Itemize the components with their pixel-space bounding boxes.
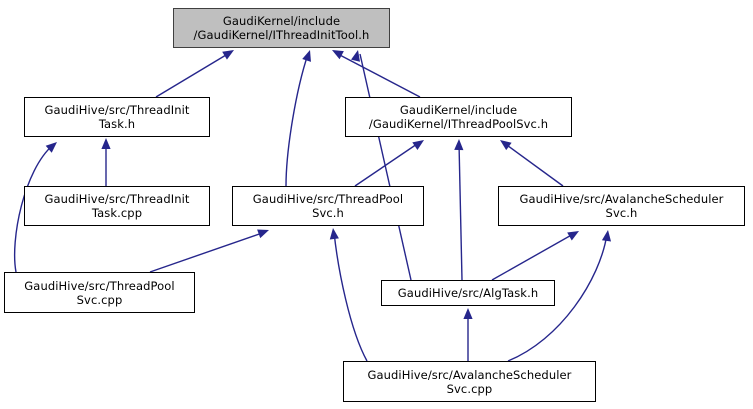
edge-algtask_h-to-ithreadinittool (351, 50, 412, 281)
edge-threadpoolsvc_h-to-ithreadpoolsvc (354, 140, 424, 187)
edge-avalancheschedulersvc_cpp-to-algtask_h (463, 308, 473, 361)
edge-threadinittask_h-to-ithreadinittool (155, 50, 234, 98)
edge-ithreadpoolsvc-to-ithreadinittool (332, 50, 421, 98)
graph-node-threadinittask_h[interactable]: GaudiHive/src/ThreadInit Task.h (24, 97, 210, 137)
graph-node-ithreadinittool: GaudiKernel/include /GaudiKernel/IThread… (173, 8, 390, 48)
edge-threadpoolsvc_cpp-to-threadpoolsvc_h (149, 229, 269, 273)
graph-node-avalancheschedulersvc_h[interactable]: GaudiHive/src/AvalancheScheduler Svc.h (498, 186, 745, 226)
edge-avalancheschedulersvc_h-to-ithreadpoolsvc (500, 140, 564, 187)
graph-node-threadpoolsvc_h[interactable]: GaudiHive/src/ThreadPool Svc.h (232, 186, 424, 226)
graph-node-avalancheschedulersvc_cpp[interactable]: GaudiHive/src/AvalancheScheduler Svc.cpp (343, 361, 596, 402)
edge-threadinittask_cpp-to-threadinittask_h (101, 138, 111, 186)
graph-node-ithreadpoolsvc[interactable]: GaudiKernel/include /GaudiKernel/IThread… (345, 97, 572, 137)
edge-threadpoolsvc_h-to-ithreadinittool (285, 50, 311, 187)
edge-algtask_h-to-ithreadpoolsvc (454, 139, 464, 281)
graph-node-algtask_h[interactable]: GaudiHive/src/AlgTask.h (381, 280, 555, 306)
graph-node-threadpoolsvc_cpp[interactable]: GaudiHive/src/ThreadPool Svc.cpp (4, 272, 195, 313)
edge-avalancheschedulersvc_cpp-to-threadpoolsvc_h (329, 228, 368, 362)
edge-algtask_h-to-avalancheschedulersvc_h (491, 231, 579, 281)
graph-node-threadinittask_cpp[interactable]: GaudiHive/src/ThreadInit Task.cpp (24, 186, 210, 226)
